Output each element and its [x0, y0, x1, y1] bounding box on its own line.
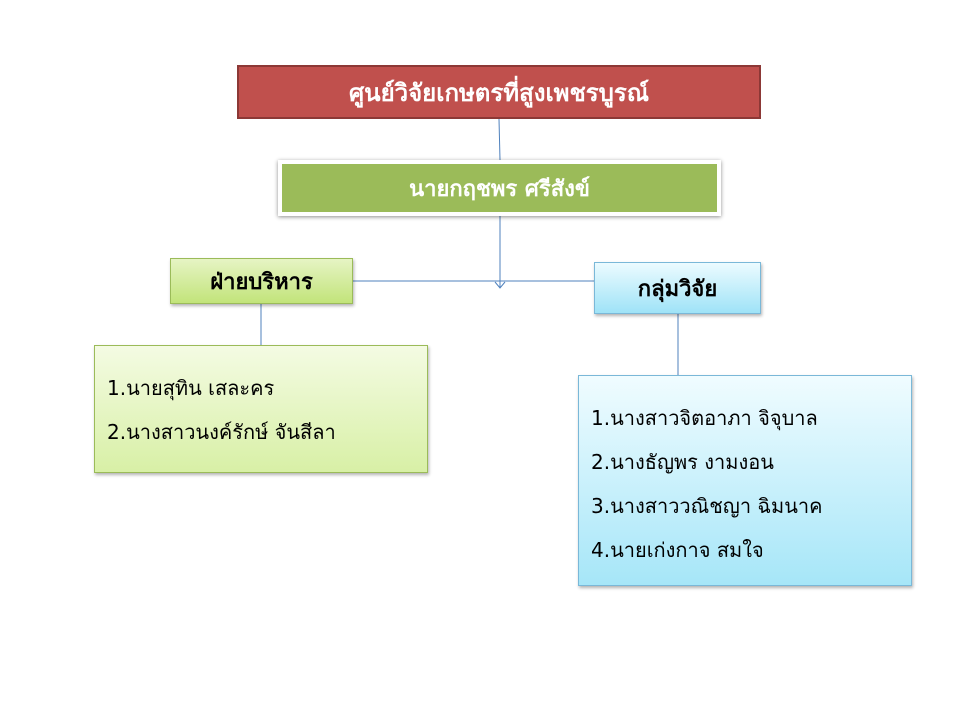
research-member: 1.นางสาวจิตอาภา จิจุบาล	[591, 406, 818, 430]
research-member: 2.นางธัญพร งามงอน	[591, 450, 774, 474]
director-name: นายกฤชพร ศรีสังข์	[409, 176, 590, 202]
director-box: นายกฤชพร ศรีสังข์	[278, 160, 721, 216]
research-member: 4.นายเก่งกาจ สมใจ	[591, 538, 764, 562]
connector-top-to-director	[498, 118, 501, 161]
admin-division-label: ฝ่ายบริหาร	[210, 269, 313, 295]
research-group-label: กลุ่มวิจัย	[637, 276, 718, 302]
research-members-box: 1.นางสาวจิตอาภา จิจุบาล 2.นางธัญพร งามงอ…	[578, 375, 912, 586]
connector-arrowhead	[494, 281, 506, 289]
admin-member: 2.นางสาวนงค์รักษ์ จันสีลา	[107, 420, 336, 444]
admin-division-box: ฝ่ายบริหาร	[170, 258, 353, 304]
research-member: 3.นางสาววณิชญา ฉิมนาค	[591, 494, 823, 518]
research-center-box: ศูนย์วิจัยเกษตรที่สูงเพชรบูรณ์	[237, 65, 761, 119]
admin-members-box: 1.นายสุทิน เสละคร 2.นางสาวนงค์รักษ์ จันส…	[94, 345, 428, 473]
research-center-title: ศูนย์วิจัยเกษตรที่สูงเพชรบูรณ์	[348, 78, 650, 107]
research-group-box: กลุ่มวิจัย	[594, 262, 761, 314]
admin-member: 1.นายสุทิน เสละคร	[107, 376, 275, 400]
